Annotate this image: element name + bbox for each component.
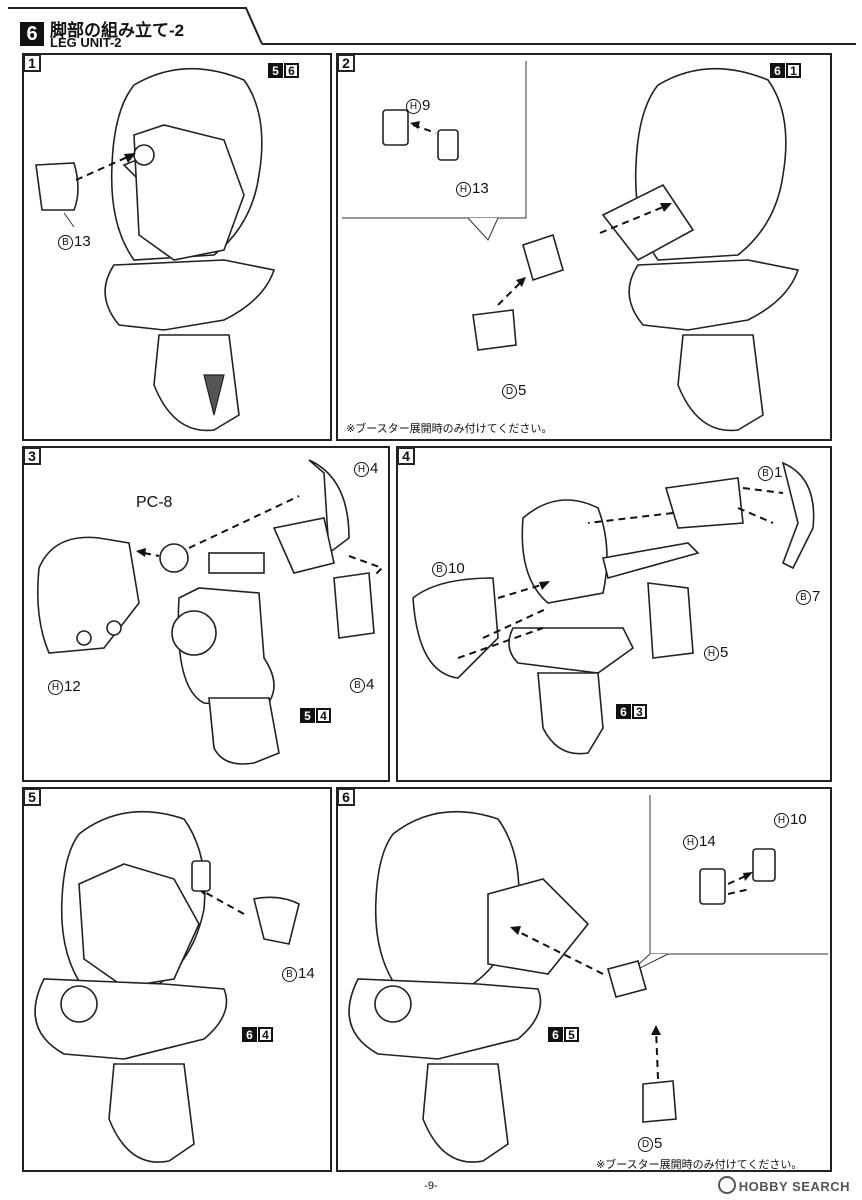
booster-assembly-illustration (342, 61, 800, 432)
thigh-armor-illustration (412, 461, 815, 755)
knee-joint-illustration (37, 459, 384, 765)
page-title-ja: 脚部の組み立て-2 (50, 21, 185, 40)
booster-note: ※ブースター展開時のみ付けてください。 (346, 423, 553, 435)
leg-assembly-illustration (35, 67, 276, 432)
header-frame (8, 7, 856, 45)
booster-note: ※ブースター展開時のみ付けてください。 (596, 1159, 803, 1171)
part-label-pc8: PC-8 (136, 494, 173, 511)
step-number: 3 (23, 447, 41, 465)
watermark: HOBBY SEARCH (717, 1176, 850, 1194)
step-number: 6 (337, 788, 355, 806)
booster-side-illustration (348, 795, 828, 1163)
step-number: 4 (397, 447, 415, 465)
step-number: 1 (23, 54, 41, 72)
step-number: 2 (337, 54, 355, 72)
leg-side-illustration (34, 810, 300, 1163)
step-number: 5 (23, 788, 41, 806)
page-title-en: LEG UNIT-2 (50, 35, 122, 50)
hobby-search-logo-icon (717, 1176, 736, 1194)
step-badge: 6 (20, 22, 44, 46)
page-number: -9- (424, 1180, 438, 1192)
